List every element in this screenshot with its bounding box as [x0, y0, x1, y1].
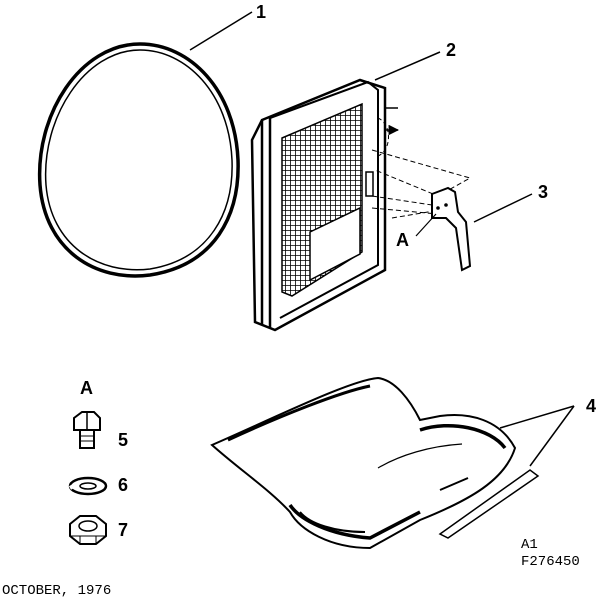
- washer-callout: 6: [118, 475, 128, 495]
- belt-part: 1: [37, 2, 266, 278]
- bracket-part: 3 A: [396, 182, 548, 272]
- filter-callout: 2: [446, 40, 456, 60]
- drawing-number: F276450: [521, 554, 580, 570]
- detail-a-callout: A: [396, 230, 409, 250]
- liner-callout: 4: [586, 396, 596, 416]
- filter-part: 2: [250, 40, 456, 332]
- belt-callout: 1: [256, 2, 266, 22]
- hardware-group-callout: A: [80, 378, 93, 398]
- washer-part: 6: [68, 475, 128, 496]
- liner-leader-line-a: [499, 405, 575, 429]
- bracket-callout: 3: [538, 182, 548, 202]
- hardware-group: A 5 6 7: [68, 378, 128, 545]
- bracket-leader-line: [473, 193, 533, 223]
- liner-part: 4: [210, 376, 596, 550]
- nut-callout: 7: [118, 520, 128, 540]
- filter-leader-line: [374, 51, 441, 81]
- bolt-part: 5: [73, 411, 128, 450]
- sheet-number: A1: [521, 537, 538, 553]
- bolt-callout: 5: [118, 430, 128, 450]
- liner-leader-line-b: [529, 405, 575, 467]
- nut-part: 7: [69, 515, 128, 545]
- drawing-date: OCTOBER, 1976: [2, 583, 111, 598]
- belt-leader-line: [189, 11, 253, 51]
